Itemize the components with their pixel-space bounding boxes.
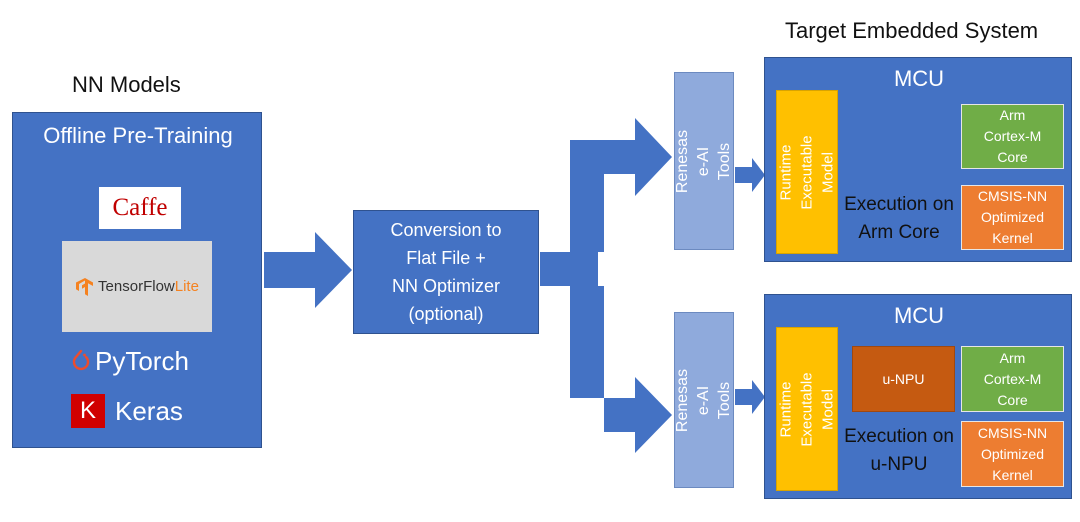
mcu-bottom-arm-core: Arm Cortex-M Core [961,346,1064,412]
fork-upper-branch [570,118,672,252]
mcu-bottom-title: MCU [893,303,945,328]
fork-lower-branch [570,286,672,453]
pytorch-text: PyTorch [95,345,189,376]
caffe-logo: Caffe [99,187,181,229]
mcu-bottom-cmsis-kernel-label: CMSIS-NN Optimized Kernel [977,424,1048,483]
mcu-bottom-arm-core-label: Arm Cortex-M Core [983,349,1042,408]
mcu-top-execution-label: Execution on Arm Core [844,194,954,243]
offline-pretraining-title: Offline Pre-Training [43,123,233,148]
mcu-top-panel: MCU Runtime Executable Model Arm Cortex-… [764,57,1072,262]
mcu-bottom-npu-label: u-NPU [882,371,925,387]
keras-badge-letter: K [79,397,96,424]
arrow-tools-to-mcu-bottom [735,380,765,414]
conversion-box: Conversion to Flat File + NN Optimizer (… [353,210,539,334]
mcu-bottom-runtime-label: Runtime Executable Model [777,371,837,447]
renesas-tools-top: Renesas e-AI Tools [674,72,734,250]
tensorflow-lite-suffix: Lite [174,278,199,295]
fork-stem [540,252,598,286]
pytorch-logo: PyTorch [71,343,189,379]
pytorch-flame-icon [72,349,90,371]
keras-logo: K Keras [71,393,183,429]
tensorflow-text: TensorFlow [98,278,175,295]
mcu-top-runtime-model: Runtime Executable Model [776,90,838,254]
mcu-top-cmsis-kernel-label: CMSIS-NN Optimized Kernel [977,188,1048,246]
mcu-top-arm-core: Arm Cortex-M Core [961,104,1064,169]
renesas-tools-top-label: Renesas e-AI Tools [674,129,734,193]
mcu-bottom-npu: u-NPU [852,346,955,412]
mcu-top-runtime-label: Runtime Executable Model [777,134,837,210]
mcu-top-title: MCU [893,66,945,91]
nn-models-label: NN Models [72,72,181,97]
renesas-tools-bottom-label: Renesas e-AI Tools [674,368,734,432]
target-system-label: Target Embedded System [785,18,1039,43]
conversion-text: Conversion to Flat File + NN Optimizer (… [390,220,502,324]
tensorflow-icon [76,277,94,296]
arrow-to-conversion [264,232,352,308]
mcu-bottom-panel: MCU Runtime Executable Model u-NPU Arm C… [764,294,1072,499]
mcu-bottom-runtime-model: Runtime Executable Model [776,327,838,491]
mcu-bottom-cmsis-kernel: CMSIS-NN Optimized Kernel [961,421,1064,487]
mcu-top-cmsis-kernel: CMSIS-NN Optimized Kernel [961,185,1064,250]
renesas-tools-bottom: Renesas e-AI Tools [674,312,734,488]
keras-badge: K [71,394,105,428]
caffe-text: Caffe [112,194,168,221]
arrow-tools-to-mcu-top [735,158,765,192]
mcu-top-arm-core-label: Arm Cortex-M Core [983,107,1042,165]
mcu-bottom-execution-label: Execution on u-NPU [844,426,954,475]
keras-text: Keras [115,395,183,426]
